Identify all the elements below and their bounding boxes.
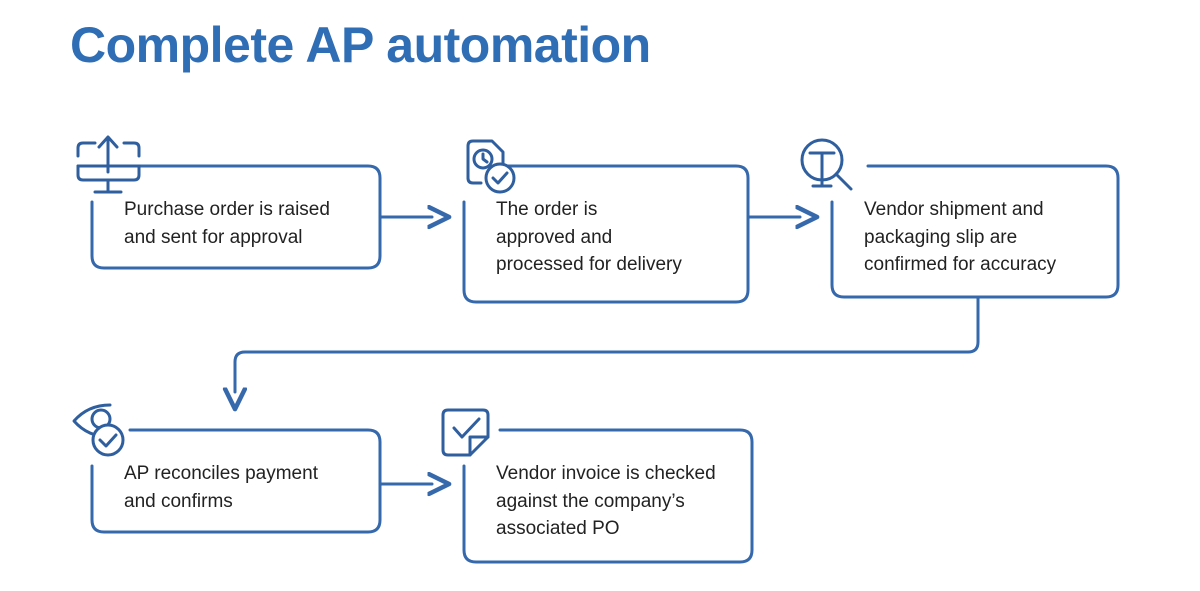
- connector-3-to-4: [235, 295, 980, 392]
- card-step-4-text: AP reconciles payment and confirms: [124, 463, 318, 512]
- eye-verified-icon: [72, 403, 125, 457]
- card-step-1-text: Purchase order is raised and sent for ap…: [124, 199, 330, 248]
- card-step-4-outline[interactable]: [90, 428, 382, 534]
- desktop-upload-icon: [76, 135, 141, 194]
- card-step-1-outline[interactable]: [90, 164, 382, 270]
- page-title: Complete AP automation: [70, 17, 651, 73]
- card-step-5-text: Vendor invoice is checked against the co…: [496, 463, 716, 540]
- magnifier-inspect-icon: [800, 138, 853, 191]
- note-check-icon: [441, 408, 490, 457]
- card-step-3-text: Vendor shipment and packaging slip are c…: [864, 199, 1057, 276]
- card-step-5-outline[interactable]: [462, 428, 754, 564]
- card-step-3-outline[interactable]: [830, 164, 1120, 299]
- document-approved-icon: [466, 139, 516, 194]
- card-step-2-outline[interactable]: [462, 164, 750, 304]
- card-step-2-text: The order is approved and processed for …: [496, 199, 682, 276]
